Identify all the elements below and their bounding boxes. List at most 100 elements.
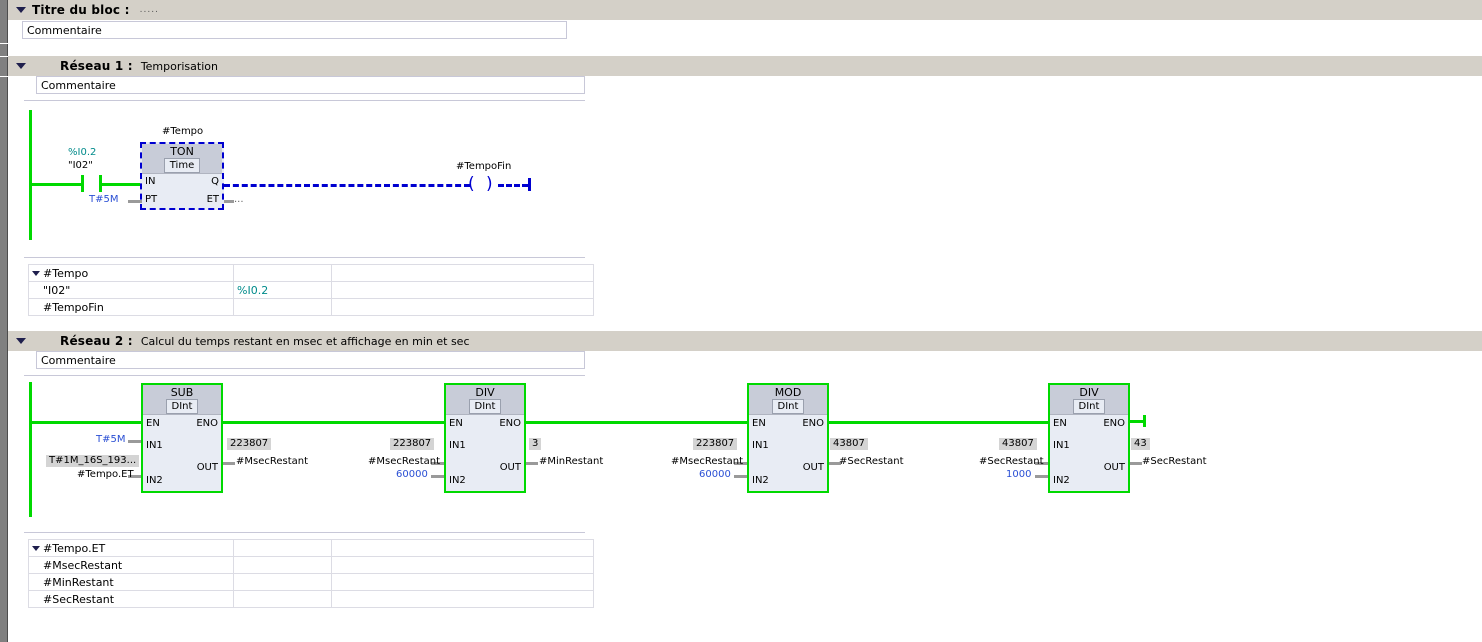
div-2-out-stub xyxy=(1130,462,1142,465)
table-cell-extra xyxy=(331,573,594,591)
sub-pin-in1: IN1 xyxy=(146,440,163,451)
coil-branch-terminator xyxy=(528,178,531,191)
coil-right-paren-icon: ) xyxy=(486,174,493,194)
network-1-label: Réseau 1 : xyxy=(60,59,133,73)
coil-label: #TempoFin xyxy=(456,161,512,172)
variable-name: #Tempo xyxy=(43,266,89,280)
math-block-sub-header: SUB DInt xyxy=(143,385,221,415)
div-2-in1-label: #SecRestant xyxy=(979,456,1044,467)
variable-name: #TempoFin xyxy=(43,300,104,314)
sub-out-value: 223807 xyxy=(227,438,272,450)
math-block-mod[interactable]: MOD DInt EN ENO IN1 OUT IN2 xyxy=(747,383,829,493)
block-comment-input[interactable]: Commentaire xyxy=(22,21,567,39)
timer-pt-value: T#5M xyxy=(89,194,119,205)
sub-pin-eno: ENO xyxy=(196,418,218,429)
expand-triangle-icon[interactable] xyxy=(32,546,40,551)
math-block-mod-name: MOD xyxy=(774,386,802,399)
math-block-div-1-type: DInt xyxy=(468,399,502,414)
div-2-pin-in1: IN1 xyxy=(1053,440,1070,451)
coil-branch-wire-left xyxy=(224,184,470,187)
table-row[interactable]: #Tempo xyxy=(28,264,594,282)
block-title-bar[interactable]: Titre du bloc : ..... xyxy=(8,0,1482,20)
div-1-in1-value: 223807 xyxy=(390,438,435,450)
div-1-in1-label: #MsecRestant xyxy=(368,456,441,467)
math-block-div-1[interactable]: DIV DInt EN ENO IN1 OUT IN2 xyxy=(444,383,526,493)
table-row[interactable]: #TempoFin xyxy=(28,298,594,316)
timer-block-ton[interactable]: TON Time IN Q PT ET xyxy=(140,142,224,210)
variable-name: #MsecRestant xyxy=(43,558,123,572)
network-1-header[interactable]: Réseau 1 : Temporisation xyxy=(8,56,1482,76)
div-1-out-value: 3 xyxy=(529,438,542,450)
variable-name: #SecRestant xyxy=(43,592,115,606)
mod-pin-in1: IN1 xyxy=(752,440,769,451)
div-2-in2-label: 1000 xyxy=(1006,469,1032,480)
collapse-triangle-icon[interactable] xyxy=(16,7,26,13)
network-2-collapse-triangle-icon[interactable] xyxy=(16,338,26,344)
coil-branch-wire-right xyxy=(498,184,528,187)
variable-address: %I0.2 xyxy=(237,283,269,297)
math-block-div-1-header: DIV DInt xyxy=(446,385,524,415)
table-row[interactable]: #SecRestant xyxy=(28,590,594,608)
table-cell-address xyxy=(233,539,332,557)
expand-triangle-icon[interactable] xyxy=(32,271,40,276)
rung-2-wire-rail-to-sub xyxy=(29,421,142,424)
math-block-sub[interactable]: SUB DInt EN ENO IN1 OUT IN2 xyxy=(141,383,223,493)
block-title-label: Titre du bloc : xyxy=(32,3,130,17)
mod-out-value: 43807 xyxy=(830,438,868,450)
gutter-divider xyxy=(0,43,8,44)
table-row[interactable]: #Tempo.ET xyxy=(28,539,594,557)
rung-1-wire-to-timer xyxy=(99,183,141,186)
mod-out-label: #SecRestant xyxy=(839,456,904,467)
mod-pin-eno: ENO xyxy=(802,418,824,429)
mod-in2-label: 60000 xyxy=(699,469,731,480)
network-1-collapse-triangle-icon[interactable] xyxy=(16,63,26,69)
div-1-pin-in1: IN1 xyxy=(449,440,466,451)
div-1-in2-stub xyxy=(431,475,444,478)
block-title-dots: ..... xyxy=(139,5,159,15)
timer-block-type: Time xyxy=(163,158,201,173)
table-cell-address xyxy=(233,590,332,608)
table-cell-extra xyxy=(331,539,594,557)
table-row[interactable]: "I02" %I0.2 xyxy=(28,281,594,299)
table-cell-address xyxy=(233,298,332,316)
table-cell-extra xyxy=(331,298,594,316)
network-2-variable-table[interactable]: #Tempo.ET #MsecRestant #MinRestant #SecR… xyxy=(28,539,594,608)
table-cell-extra xyxy=(331,281,594,299)
network-2-top-separator xyxy=(24,375,585,376)
table-cell-extra xyxy=(331,264,594,282)
variable-name: "I02" xyxy=(43,283,71,297)
network-2-bottom-separator xyxy=(24,532,585,533)
math-block-div-2-type: DInt xyxy=(1072,399,1106,414)
div-2-in1-value: 43807 xyxy=(999,438,1037,450)
table-cell-name: #MsecRestant xyxy=(28,556,234,574)
network-2-comment-input[interactable]: Commentaire xyxy=(36,351,585,369)
network-1-comment-input[interactable]: Commentaire xyxy=(36,76,585,94)
sub-in2-value: T#1M_16S_193... xyxy=(46,455,140,467)
math-block-div-2[interactable]: DIV DInt EN ENO IN1 OUT IN2 xyxy=(1048,383,1130,493)
div-2-out-label: #SecRestant xyxy=(1142,456,1207,467)
math-block-sub-type: DInt xyxy=(165,399,199,414)
table-row[interactable]: #MinRestant xyxy=(28,573,594,591)
table-cell-address xyxy=(233,573,332,591)
timer-et-stub xyxy=(224,200,234,203)
timer-pin-pt: PT xyxy=(145,194,158,205)
network-1-title: Temporisation xyxy=(140,59,218,73)
timer-pin-et: ET xyxy=(206,194,219,205)
network-2-header[interactable]: Réseau 2 : Calcul du temps restant en ms… xyxy=(8,331,1482,351)
math-block-mod-header: MOD DInt xyxy=(749,385,827,415)
table-cell-name: #Tempo.ET xyxy=(28,539,234,557)
sub-in1-stub xyxy=(128,440,141,443)
sub-in1-label: T#5M xyxy=(96,434,126,445)
table-row[interactable]: #MsecRestant xyxy=(28,556,594,574)
div-1-pin-in2: IN2 xyxy=(449,475,466,486)
sub-pin-en: EN xyxy=(146,418,160,429)
div-2-pin-out: OUT xyxy=(1103,462,1125,473)
network-1-variable-table[interactable]: #Tempo "I02" %I0.2 #TempoFin xyxy=(28,264,594,316)
div-1-pin-eno: ENO xyxy=(499,418,521,429)
div-2-pin-eno: ENO xyxy=(1103,418,1125,429)
left-gutter xyxy=(0,0,8,642)
math-block-mod-type: DInt xyxy=(771,399,805,414)
table-cell-extra xyxy=(331,590,594,608)
timer-pin-q: Q xyxy=(211,176,219,187)
div-2-eno-terminator xyxy=(1143,415,1146,427)
